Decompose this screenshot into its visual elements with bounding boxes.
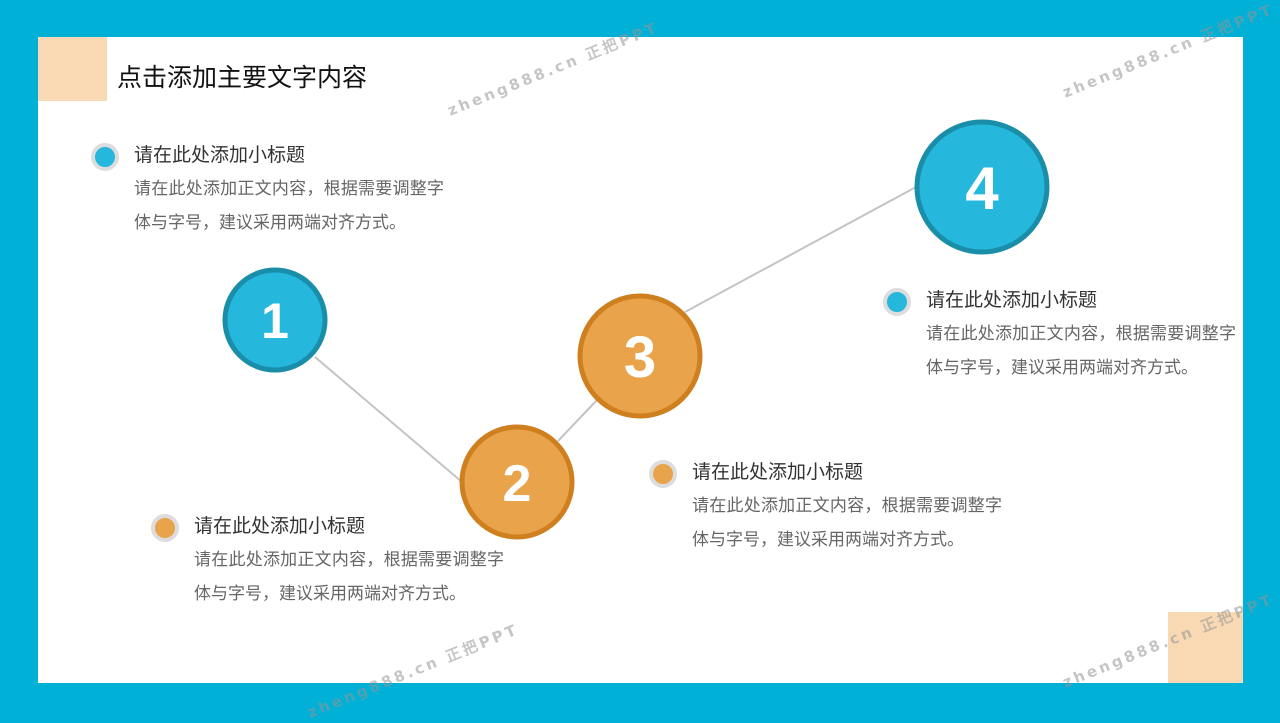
corner-accent-block <box>1168 612 1243 683</box>
step-heading: 请在此处添加小标题 <box>194 515 366 537</box>
svg-text:1: 1 <box>261 293 289 349</box>
connector-2-3 <box>557 399 598 442</box>
step-1-text[interactable]: 请在此处添加小标题 请在此处添加正文内容，根据需要调整字体与字号，建议采用两端对… <box>91 140 444 240</box>
bullet-dot-icon <box>649 460 677 488</box>
svg-text:3: 3 <box>624 325 656 390</box>
step-body: 请在此处添加正文内容，根据需要调整字体与字号，建议采用两端对齐方式。 <box>134 179 444 233</box>
step-body: 请在此处添加正文内容，根据需要调整字体与字号，建议采用两端对齐方式。 <box>926 324 1236 378</box>
connector-3-4 <box>684 186 917 313</box>
bullet-dot-icon <box>883 288 911 316</box>
step-body: 请在此处添加正文内容，根据需要调整字体与字号，建议采用两端对齐方式。 <box>692 496 1002 550</box>
connector-1-2 <box>314 356 463 483</box>
step-heading: 请在此处添加小标题 <box>134 144 306 166</box>
slide-title[interactable]: 点击添加主要文字内容 <box>117 63 368 92</box>
bullet-dot-icon <box>91 143 119 171</box>
step-heading: 请在此处添加小标题 <box>692 461 864 483</box>
bullet-dot-icon <box>151 514 179 542</box>
step-heading: 请在此处添加小标题 <box>926 289 1098 311</box>
step-circle-3: 3 <box>577 293 703 419</box>
svg-text:2: 2 <box>503 455 532 513</box>
step-3-text[interactable]: 请在此处添加小标题 请在此处添加正文内容，根据需要调整字体与字号，建议采用两端对… <box>649 457 1002 557</box>
title-accent-block <box>38 37 107 101</box>
step-4-text[interactable]: 请在此处添加小标题 请在此处添加正文内容，根据需要调整字体与字号，建议采用两端对… <box>883 285 1236 385</box>
step-circle-4: 4 <box>914 119 1050 255</box>
svg-text:4: 4 <box>965 155 999 222</box>
step-2-text[interactable]: 请在此处添加小标题 请在此处添加正文内容，根据需要调整字体与字号，建议采用两端对… <box>151 511 504 611</box>
step-body: 请在此处添加正文内容，根据需要调整字体与字号，建议采用两端对齐方式。 <box>194 550 504 604</box>
step-circle-1: 1 <box>222 267 328 373</box>
step-circle-2: 2 <box>459 424 575 540</box>
